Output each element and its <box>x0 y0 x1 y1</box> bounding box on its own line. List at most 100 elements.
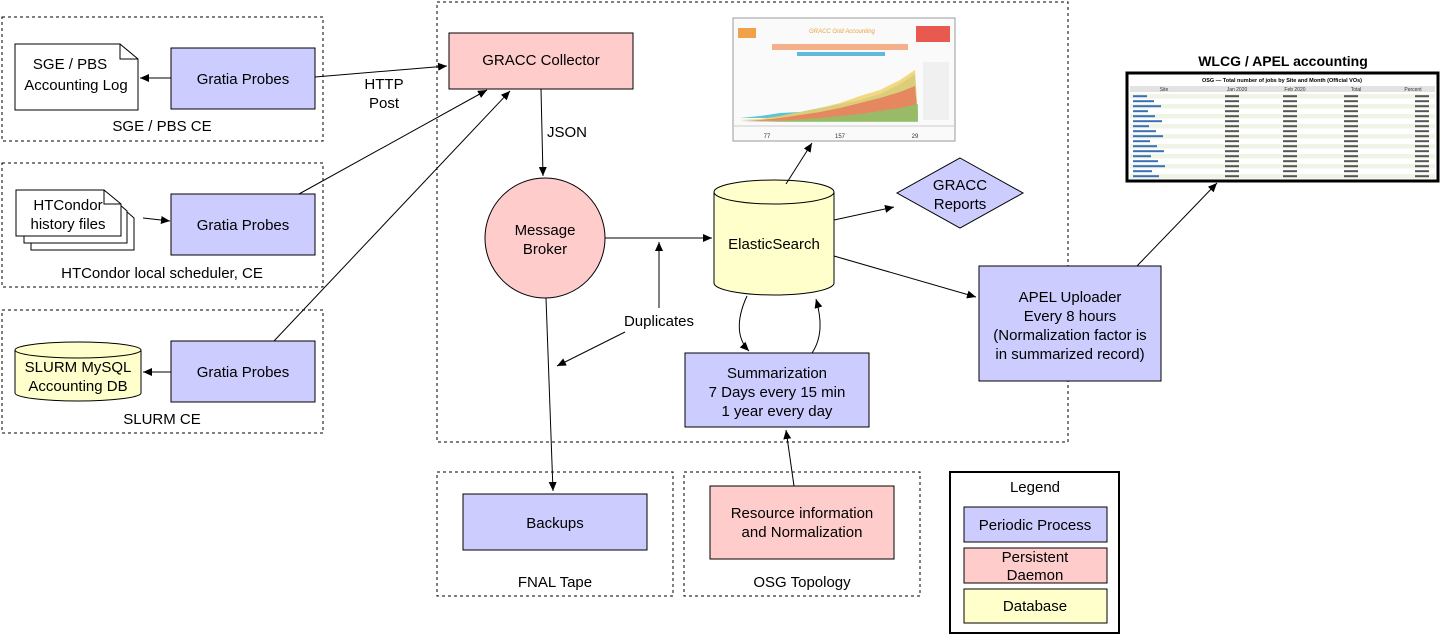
edge-probes3-to-collector <box>273 90 511 342</box>
legend-database-label: Database <box>1003 598 1067 615</box>
wlcg-col-jan: Jan 2020 <box>1227 87 1248 93</box>
edge-history-to-probes2 <box>142 216 171 224</box>
apel-uploader-line-4: in summarized record) <box>995 346 1144 363</box>
gratia-probes-slurm-label: Gratia Probes <box>197 364 290 381</box>
wlcg-table-row <box>1130 144 1435 149</box>
slurm-db-line-2: Accounting DB <box>28 378 127 395</box>
wlcg-table-thumbnail: OSG — Total number of jobs by Site and M… <box>1125 71 1440 183</box>
apel-uploader-box <box>978 265 1162 382</box>
wlcg-table-row <box>1130 119 1435 124</box>
wlcg-table-row <box>1130 94 1435 99</box>
backups-box <box>462 493 648 551</box>
apel-uploader-line-2: Every 8 hours <box>1024 308 1117 325</box>
wlcg-table-row <box>1130 159 1435 164</box>
resource-info-line-1: Resource information <box>731 505 874 522</box>
gracc-reports-diamond <box>895 157 1025 229</box>
edge-duplicates-to-backups <box>556 331 626 367</box>
gracc-core-group <box>436 1 1069 443</box>
htcondor-history-document <box>15 189 122 237</box>
http-post-line-1: HTTP <box>364 76 403 93</box>
wlcg-table-row <box>1130 134 1435 139</box>
edge-elasticsearch-to-dashboard <box>785 142 813 185</box>
dashboard-stat-1: 77 <box>764 134 771 140</box>
gracc-dashboard-thumbnail: GRACC Grid Accounting 77 157 29 <box>732 17 956 142</box>
gracc-collector-label: GRACC Collector <box>482 52 600 69</box>
wlcg-table-row <box>1130 99 1435 104</box>
message-broker-line-2: Broker <box>523 241 567 258</box>
apel-uploader-line-1: APEL Uploader <box>1019 289 1122 306</box>
gratia-probes-htcondor-box <box>170 193 316 256</box>
summarization-box <box>684 352 870 428</box>
sge-pbs-ce-group <box>1 16 324 142</box>
wlcg-col-feb: Feb 2020 <box>1284 87 1305 93</box>
resource-info-line-2: and Normalization <box>742 524 863 541</box>
slurm-db-cylinder <box>14 350 142 402</box>
sge-pbs-ce-label: SGE / PBS CE <box>112 118 211 135</box>
apel-uploader-line-3: (Normalization factor is <box>993 327 1146 344</box>
gratia-probes-sge-label: Gratia Probes <box>197 71 290 88</box>
legend-periodic-swatch <box>963 506 1108 543</box>
http-post-line-2: Post <box>369 95 400 112</box>
gracc-reports-line-1: GRACC <box>933 177 987 194</box>
htcondor-ce-group <box>1 162 324 288</box>
edge-resource-info-to-summarization <box>783 429 795 487</box>
sge-pbs-log-document <box>14 43 139 111</box>
dashboard-stat-3: 29 <box>912 134 919 140</box>
edge-probes2-to-collector <box>298 89 488 195</box>
wlcg-table-row <box>1130 174 1435 179</box>
legend-title: Legend <box>1010 479 1060 496</box>
gratia-probes-htcondor-label: Gratia Probes <box>197 217 290 234</box>
wlcg-table-row <box>1130 129 1435 134</box>
wlcg-table-row <box>1130 154 1435 159</box>
legend-persistent-swatch <box>963 547 1108 584</box>
dashboard-title: GRACC Grid Accounting <box>809 29 875 35</box>
sge-pbs-log-line-2: Accounting Log <box>24 77 127 94</box>
wlcg-table-row <box>1130 104 1435 109</box>
json-label: JSON <box>547 124 587 141</box>
htcondor-history-line-2: history files <box>30 216 105 233</box>
resource-info-box <box>709 485 895 560</box>
summarization-line-1: Summarization <box>727 365 827 382</box>
gracc-collector-box <box>448 32 634 90</box>
message-broker-line-1: Message <box>515 222 576 239</box>
legend-persistent-line-2: Daemon <box>1007 567 1064 584</box>
wlcg-table-title: OSG — Total number of jobs by Site and M… <box>1202 78 1362 84</box>
wlcg-table-row <box>1130 114 1435 119</box>
slurm-ce-label: SLURM CE <box>123 411 201 428</box>
gratia-probes-slurm-box <box>170 340 316 403</box>
wlcg-col-percent: Percent <box>1404 87 1422 93</box>
edge-elasticsearch-to-summarization <box>738 295 750 352</box>
slurm-db-line-1: SLURM MySQL <box>25 359 132 376</box>
sge-pbs-log-line-1: SGE / PBS <box>33 56 107 73</box>
wlcg-table-row <box>1130 164 1435 169</box>
backups-label: Backups <box>526 515 584 532</box>
edge-apel-to-wlcg <box>1136 182 1218 267</box>
edge-probes1-to-collector <box>314 62 448 78</box>
wlcg-table-row <box>1130 169 1435 174</box>
wlcg-table-row <box>1130 124 1435 129</box>
fnal-tape-label: FNAL Tape <box>518 574 592 591</box>
htcondor-ce-label: HTCondor local scheduler, CE <box>61 265 263 282</box>
wlcg-col-total: Total <box>1351 87 1362 93</box>
legend-database-swatch <box>963 588 1108 624</box>
htcondor-history-line-1: HTCondor <box>33 197 102 214</box>
legend-periodic-label: Periodic Process <box>979 517 1092 534</box>
summarization-line-2: 7 Days every 15 min <box>709 384 846 401</box>
dashboard-stat-2: 157 <box>835 134 846 140</box>
gracc-reports-line-2: Reports <box>934 196 987 213</box>
wlcg-table-row <box>1130 109 1435 114</box>
wlcg-table-row <box>1130 149 1435 154</box>
duplicates-label: Duplicates <box>624 313 694 330</box>
edge-broker-to-backups <box>545 297 557 492</box>
elasticsearch-label: ElasticSearch <box>728 236 820 253</box>
gratia-probes-sge-box <box>170 47 316 110</box>
osg-topology-label: OSG Topology <box>753 574 851 591</box>
edge-collector-to-broker <box>538 88 547 177</box>
wlcg-heading: WLCG / APEL accounting <box>1198 53 1368 69</box>
edge-elasticsearch-to-apel <box>833 255 977 299</box>
wlcg-col-site: Site <box>1160 87 1169 93</box>
wlcg-table-row <box>1130 139 1435 144</box>
edge-elasticsearch-to-reports <box>833 204 895 221</box>
summarization-line-3: 1 year every day <box>722 403 833 420</box>
